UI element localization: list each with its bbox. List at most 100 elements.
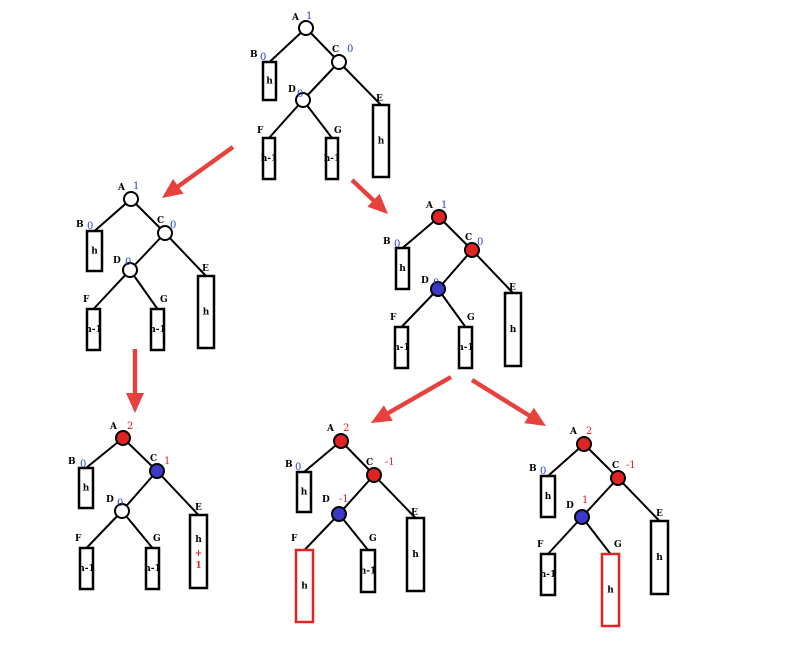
label-c: C: [150, 454, 157, 464]
balance-factor-d: 0: [117, 498, 123, 509]
subtree-box-e: [405, 516, 426, 593]
label-a: A: [291, 13, 300, 23]
balance-factor-b: 0: [295, 462, 301, 473]
edge-a-b: [93, 198, 132, 232]
label-a: A: [326, 424, 335, 434]
balance-factor-c: 0: [477, 237, 483, 248]
node-a: [298, 20, 314, 36]
subtree-box-b: [85, 229, 104, 273]
subtree-height-e: h: [378, 137, 385, 147]
subtree-box-g: [144, 546, 161, 591]
subtree-box-b: [77, 466, 95, 510]
edge-c-d: [338, 474, 375, 515]
subtree-box-f: [78, 546, 95, 591]
balance-factor-c: -1: [626, 460, 636, 471]
label-a: A: [117, 183, 126, 193]
edge-d-f: [92, 269, 131, 310]
edge-c-d: [121, 470, 158, 512]
arrow-tree2-to-tree4: [126, 349, 144, 413]
balance-factor-a: 1: [133, 181, 139, 192]
label-e: E: [656, 509, 663, 519]
edge-a-c: [130, 198, 166, 234]
balance-factor-b: 0: [260, 52, 266, 63]
label-b: B: [285, 460, 293, 470]
edge-c-e: [338, 61, 382, 106]
node-d: [122, 262, 138, 278]
subtree-box-b: [261, 60, 278, 102]
label-d: D: [421, 276, 429, 286]
subtree-height-g: h-1: [144, 564, 161, 574]
label-e: E: [376, 94, 383, 104]
label-g: G: [614, 540, 622, 550]
subtree-box-e: [649, 519, 670, 596]
subtree-height-b: h: [83, 484, 90, 494]
label-e: E: [202, 264, 209, 274]
node-d: [295, 92, 311, 108]
balance-factor-a: 2: [343, 423, 349, 434]
subtree-height-e: h: [510, 325, 517, 335]
edge-c-e: [164, 232, 207, 277]
balance-factor-a: 1: [441, 200, 447, 211]
balance-factor-d: 0: [125, 257, 131, 268]
subtree-box-b: [295, 470, 313, 514]
label-f: F: [83, 295, 90, 305]
label-e: E: [509, 283, 516, 293]
subtree-box-b: [394, 246, 411, 291]
subtree-height-g: h-1: [457, 343, 474, 353]
arrow-tree1-to-tree3: [350, 178, 388, 214]
label-f: F: [75, 534, 82, 544]
subtree-box-b: [539, 474, 557, 519]
node-c: [464, 242, 480, 258]
edge-c-d: [302, 61, 340, 101]
node-a: [333, 433, 349, 449]
label-a: A: [109, 422, 118, 432]
label-c: C: [366, 458, 373, 468]
label-g: G: [153, 534, 161, 544]
subtree-height-g: h-1: [324, 154, 341, 164]
label-d: D: [288, 85, 296, 95]
edge-c-e: [617, 477, 661, 522]
edge-d-f: [400, 288, 439, 328]
label-e: E: [411, 508, 418, 518]
subtree-box-f: [85, 307, 102, 352]
subtree-height-b: h: [399, 264, 406, 274]
label-c: C: [332, 45, 339, 55]
arrows-layer: [126, 145, 546, 426]
subtree-box-e: [196, 274, 216, 350]
balance-factor-d: 0: [297, 89, 303, 100]
node-a: [123, 191, 139, 207]
balance-factor-c: 0: [170, 220, 176, 231]
edge-c-d: [581, 477, 619, 518]
subtree-box-g: [359, 548, 377, 594]
edge-a-b: [547, 443, 585, 477]
edge-d-f: [303, 513, 340, 551]
edge-a-b: [303, 440, 342, 473]
balance-factor-b: 0: [540, 466, 546, 477]
label-b: B: [68, 457, 76, 467]
balance-factor-b: 0: [87, 221, 93, 232]
edge-a-c: [583, 443, 619, 479]
label-f: F: [257, 126, 264, 136]
subtree-box-g: [324, 136, 340, 181]
balance-factor-a: 2: [127, 421, 133, 432]
label-f: F: [537, 540, 544, 550]
label-b: B: [76, 220, 84, 230]
label-g: G: [334, 126, 342, 136]
subtree-height-e: h: [203, 308, 210, 318]
subtree-box-e: [503, 291, 523, 368]
subtree-box-e: [371, 103, 391, 179]
subtree-height-f: h-1: [540, 570, 557, 580]
subtree-height-e-part-2: +: [195, 549, 203, 559]
node-a: [431, 209, 447, 225]
label-d: D: [322, 495, 330, 505]
subtree-box-g: [600, 552, 621, 628]
node-a: [115, 430, 131, 446]
label-d: D: [106, 495, 114, 505]
subtree-height-f: h-1: [85, 325, 102, 335]
